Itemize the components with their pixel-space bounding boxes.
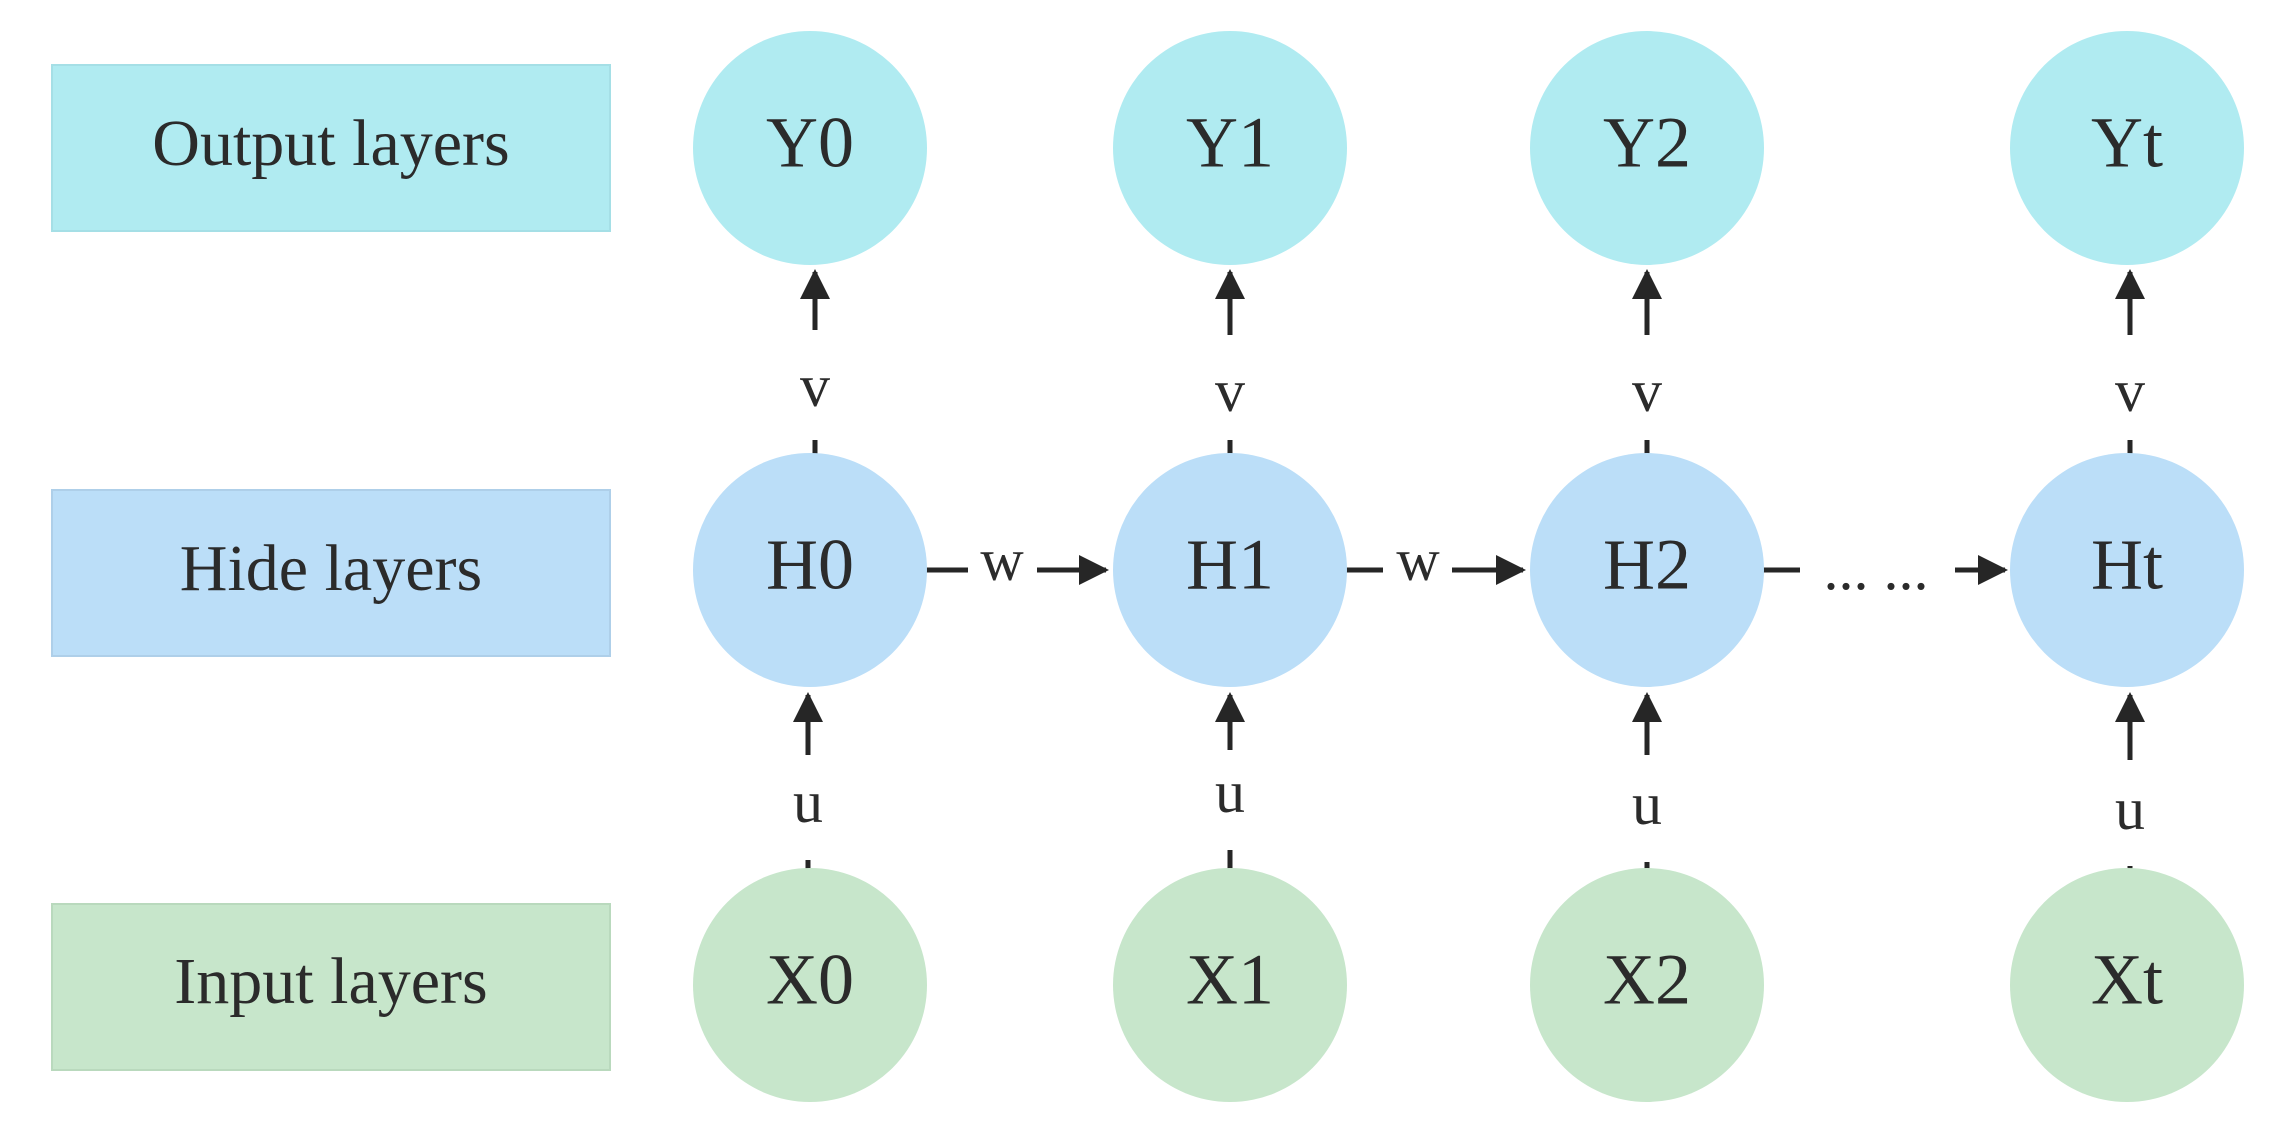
node-xt-label: Xt <box>2091 940 2163 1020</box>
hidden-nodes: H0 H1 H2 Ht <box>693 453 2244 687</box>
input-layer-box <box>51 903 611 1071</box>
edge-label-w-0: w <box>980 527 1024 593</box>
edges-v <box>800 269 2145 455</box>
node-x0 <box>693 868 927 1102</box>
node-y1 <box>1113 31 1347 265</box>
input-layer-label: Input layers <box>174 945 487 1018</box>
node-h2 <box>1530 453 1764 687</box>
output-nodes: Y0 Y1 Y2 Yt <box>693 31 2244 265</box>
node-y2-label: Y2 <box>1603 103 1691 183</box>
node-yt-label: Yt <box>2091 103 2163 183</box>
node-x1-label: X1 <box>1186 940 1274 1020</box>
edge-label-u-3: u <box>2115 776 2145 842</box>
edge-label-u-0: u <box>793 769 823 835</box>
input-nodes: X0 X1 X2 Xt <box>693 868 2244 1102</box>
node-h1-label: H1 <box>1186 525 1274 605</box>
node-y0-label: Y0 <box>766 103 854 183</box>
node-h0-label: H0 <box>766 525 854 605</box>
edge-label-w-1: w <box>1396 527 1440 593</box>
edges-u <box>793 692 2145 878</box>
node-ht <box>2010 453 2244 687</box>
node-h2-label: H2 <box>1603 525 1691 605</box>
node-ht-label: Ht <box>2091 525 2163 605</box>
node-y1-label: Y1 <box>1186 103 1274 183</box>
node-xt <box>2010 868 2244 1102</box>
output-layer-box <box>51 64 611 232</box>
hidden-layer-box <box>51 489 611 657</box>
node-y2 <box>1530 31 1764 265</box>
node-h0 <box>693 453 927 687</box>
node-yt <box>2010 31 2244 265</box>
edge-label-u-2: u <box>1632 771 1662 837</box>
edge-label-ellipsis: ... ... <box>1824 536 1929 602</box>
edge-label-v-0: v <box>800 353 830 419</box>
node-h1 <box>1113 453 1347 687</box>
node-x2-label: X2 <box>1603 940 1691 1020</box>
output-layer-label: Output layers <box>152 107 509 180</box>
edge-label-u-1: u <box>1215 759 1245 825</box>
hidden-layer-label: Hide layers <box>180 532 482 605</box>
node-x1 <box>1113 868 1347 1102</box>
edge-label-v-2: v <box>1632 358 1662 424</box>
node-y0 <box>693 31 927 265</box>
node-x0-label: X0 <box>766 940 854 1020</box>
edge-label-v-1: v <box>1215 358 1245 424</box>
edge-label-v-3: v <box>2115 358 2145 424</box>
node-x2 <box>1530 868 1764 1102</box>
